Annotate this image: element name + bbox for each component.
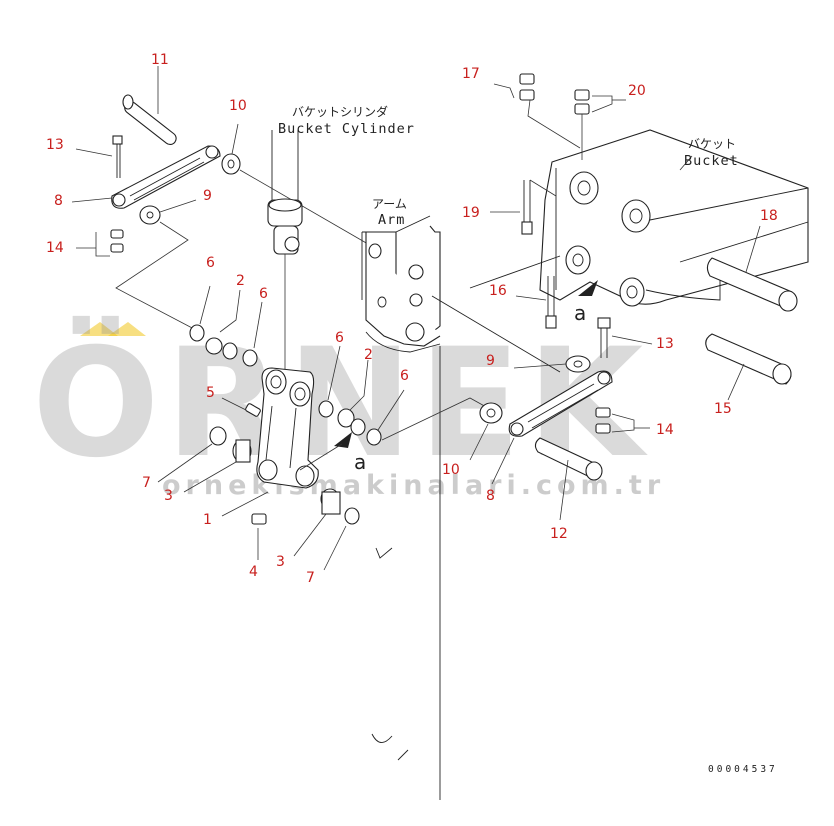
detail-marker-left: a — [354, 450, 366, 474]
watermark: ÖRNEK ornekismakinalari.com.tr — [32, 315, 665, 501]
callout-6-a: 6 — [206, 255, 215, 271]
callout-20: 20 — [628, 83, 646, 99]
assembly-line-left — [115, 221, 197, 331]
label-bucket-jp: バケット — [688, 137, 736, 151]
detail-marker-right: a — [574, 301, 586, 325]
callout-15: 15 — [714, 401, 732, 417]
callout-3-right: 3 — [276, 554, 285, 570]
callout-12: 12 — [550, 526, 568, 542]
watermark-accent-left — [80, 322, 118, 336]
arm — [361, 215, 441, 800]
callout-14-right: 14 — [656, 422, 674, 438]
bolt-13-left — [75, 135, 123, 178]
bolt-16 — [515, 276, 598, 329]
callout-9-right: 9 — [486, 353, 495, 369]
watermark-url: ornekismakinalari.com.tr — [162, 470, 665, 501]
link-1-assembly — [221, 367, 319, 517]
bolt-13-right — [597, 317, 653, 358]
callout-6-c: 6 — [335, 330, 344, 346]
label-bucket-en: Bucket — [684, 153, 739, 169]
callout-6-b: 6 — [259, 286, 268, 302]
washer-10-left — [221, 123, 369, 245]
pin-18 — [706, 225, 798, 312]
callout-13-right: 13 — [656, 336, 674, 352]
pin-12 — [534, 437, 603, 521]
washer-9-left — [139, 199, 197, 225]
callout-2-right: 2 — [364, 347, 373, 363]
callout-17: 17 — [462, 66, 480, 82]
callout-7-right: 7 — [306, 570, 315, 586]
washer-9-right — [513, 355, 591, 373]
watermark-brand: ÖRNEK — [32, 315, 649, 491]
callout-13-left: 13 — [46, 137, 64, 153]
callout-16: 16 — [489, 283, 507, 299]
washer-10-right — [469, 402, 503, 461]
pin-15 — [705, 333, 792, 401]
callout-4: 4 — [249, 564, 258, 580]
nuts-14-right — [595, 407, 650, 434]
callout-14-left: 14 — [46, 240, 64, 256]
link-8-right — [491, 370, 613, 485]
bucket-body — [431, 129, 809, 373]
callout-7-left: 7 — [142, 475, 151, 491]
callout-19: 19 — [462, 205, 480, 221]
label-arm-jp: アーム — [372, 197, 407, 211]
callout-8-right: 8 — [486, 488, 495, 504]
callout-6-d: 6 — [400, 368, 409, 384]
callout-1: 1 — [203, 512, 212, 528]
nuts-20 — [574, 89, 626, 160]
callout-2-left: 2 — [236, 273, 245, 289]
fitting-5 — [221, 397, 261, 417]
bolt-19 — [490, 179, 557, 235]
label-bucket-cylinder-jp: バケットシリンダ — [292, 104, 388, 119]
pin-11 — [122, 66, 177, 146]
label-bucket-cylinder-en: Bucket Cylinder — [278, 121, 415, 137]
bushings-right — [293, 345, 489, 571]
nuts-17 — [493, 73, 581, 149]
callout-11: 11 — [151, 52, 169, 68]
callout-8-left: 8 — [54, 193, 63, 209]
callouts: 11 10 13 8 9 14 6 2 6 5 6 2 6 7 3 1 4 3 … — [46, 52, 778, 586]
callout-9-left: 9 — [203, 188, 212, 204]
document-number: 00004537 — [708, 764, 778, 775]
text-labels: バケットシリンダ Bucket Cylinder アーム Arm バケット Bu… — [278, 104, 778, 775]
callout-5: 5 — [206, 385, 215, 401]
nuts-14-left — [76, 229, 124, 257]
callout-10-top: 10 — [229, 98, 247, 114]
bucket-cylinder-rod — [267, 130, 303, 380]
watermark-accent-right — [108, 322, 146, 336]
direction-arrow-right — [578, 280, 598, 296]
link-8-left — [71, 145, 221, 209]
fitting-4 — [251, 513, 267, 560]
direction-arrow-left — [334, 432, 352, 448]
label-arm-en: Arm — [378, 212, 405, 228]
bushings-left — [157, 285, 263, 493]
callout-3-left: 3 — [164, 488, 173, 504]
callout-10-bottom: 10 — [442, 462, 460, 478]
callout-18: 18 — [760, 208, 778, 224]
